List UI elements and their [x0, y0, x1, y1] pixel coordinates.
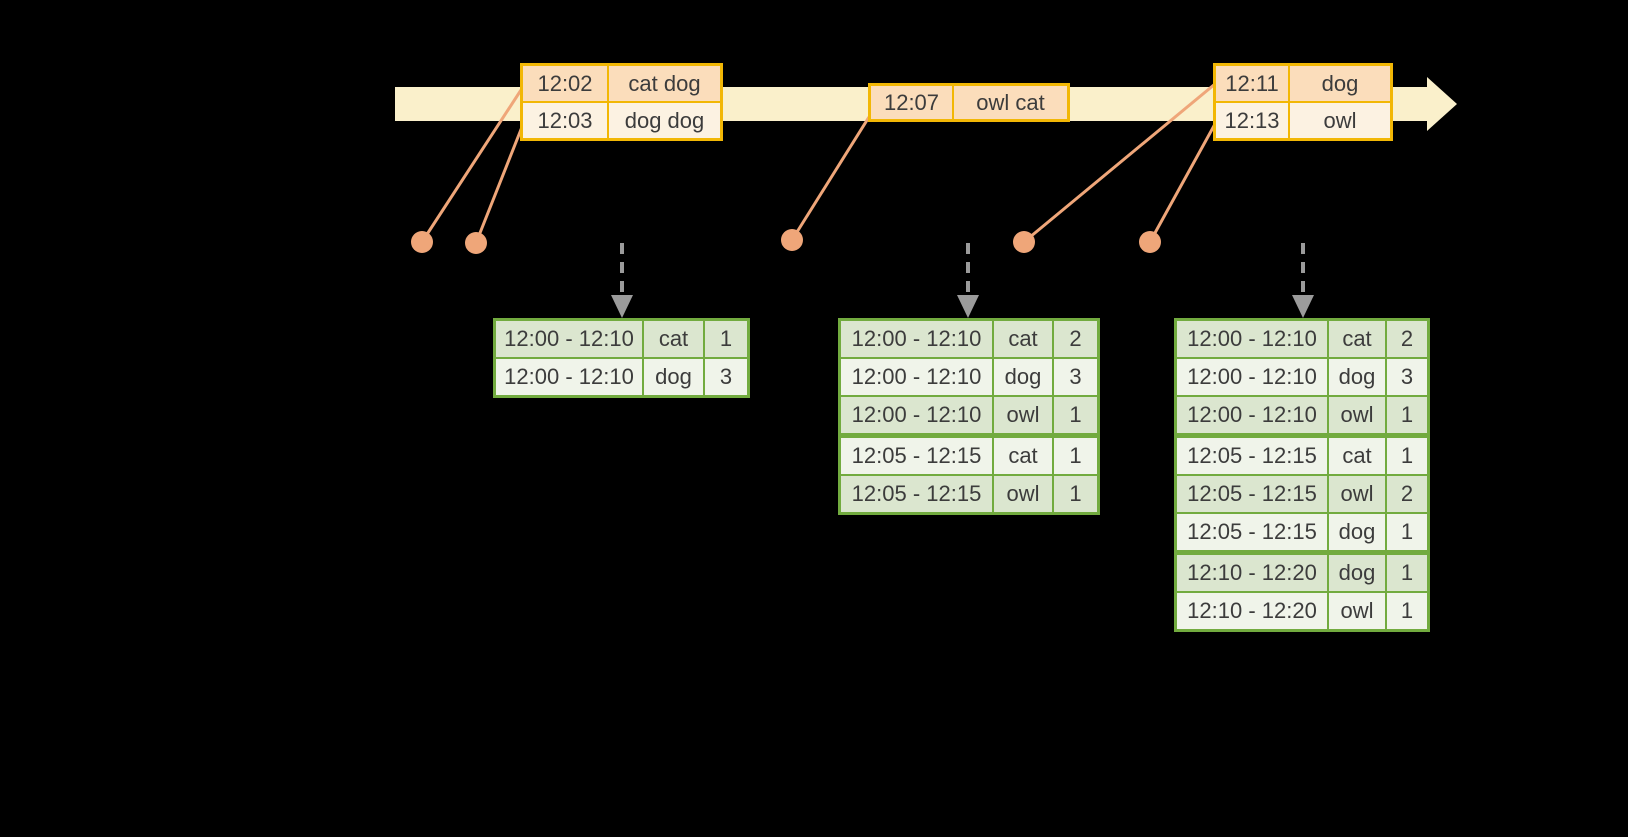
- event-words-cell: dog dog: [609, 103, 720, 138]
- trigger-arrowhead-icon: [611, 295, 633, 318]
- result-row: 12:05 - 12:15 owl 2: [1177, 476, 1427, 512]
- event-marker-dot: [781, 229, 803, 251]
- timeline-arrowhead-icon: [1427, 77, 1457, 131]
- event-words-cell: owl cat: [954, 86, 1067, 119]
- count-cell: 1: [1387, 397, 1427, 433]
- word-cell: dog: [1329, 555, 1385, 591]
- word-cell: cat: [1329, 438, 1385, 474]
- trigger-arrowheads: [611, 295, 1314, 318]
- count-cell: 2: [1054, 321, 1097, 357]
- window-cell: 12:00 - 12:10: [841, 321, 992, 357]
- result-table-3: 12:00 - 12:10 cat 2 12:00 - 12:10 dog 3 …: [1174, 318, 1430, 632]
- window-cell: 12:00 - 12:10: [1177, 321, 1327, 357]
- event-time-cell: 12:11: [1216, 66, 1288, 101]
- event-connector-line: [1148, 123, 1217, 243]
- result-table-2: 12:00 - 12:10 cat 2 12:00 - 12:10 dog 3 …: [838, 318, 1100, 515]
- window-cell: 12:00 - 12:10: [841, 359, 992, 395]
- window-cell: 12:00 - 12:10: [1177, 397, 1327, 433]
- result-table-1: 12:00 - 12:10 cat 1 12:00 - 12:10 dog 3: [493, 318, 750, 398]
- count-cell: 1: [1387, 555, 1427, 591]
- event-row: 12:11 dog: [1216, 66, 1390, 101]
- event-connector-line: [1023, 82, 1216, 244]
- event-words-cell: cat dog: [609, 66, 720, 101]
- word-cell: cat: [1329, 321, 1385, 357]
- result-row: 12:00 - 12:10 cat 2: [1177, 321, 1427, 357]
- event-table-2: 12:07 owl cat: [868, 83, 1070, 122]
- window-cell: 12:05 - 12:15: [1177, 438, 1327, 474]
- window-cell: 12:10 - 12:20: [1177, 555, 1327, 591]
- result-row: 12:00 - 12:10 dog 3: [1177, 359, 1427, 395]
- word-cell: owl: [994, 397, 1052, 433]
- trigger-arrowhead-icon: [957, 295, 979, 318]
- event-time-cell: 12:03: [523, 103, 607, 138]
- window-cell: 12:00 - 12:10: [496, 321, 642, 357]
- count-cell: 3: [705, 359, 747, 395]
- event-marker-dot: [1139, 231, 1161, 253]
- count-cell: 1: [1387, 438, 1427, 474]
- window-cell: 12:00 - 12:10: [1177, 359, 1327, 395]
- event-connector-lines: [420, 82, 1217, 244]
- result-row: 12:00 - 12:10 dog 3: [841, 359, 1097, 395]
- window-cell: 12:05 - 12:15: [1177, 514, 1327, 550]
- event-time-cell: 12:13: [1216, 103, 1288, 138]
- result-row: 12:05 - 12:15 dog 1: [1177, 514, 1427, 550]
- event-time-cell: 12:07: [871, 86, 952, 119]
- event-marker-dots: [411, 229, 1161, 254]
- count-cell: 2: [1387, 476, 1427, 512]
- event-words-cell: owl: [1290, 103, 1390, 138]
- count-cell: 1: [1054, 438, 1097, 474]
- word-cell: dog: [1329, 359, 1385, 395]
- event-row: 12:13 owl: [1216, 103, 1390, 138]
- count-cell: 3: [1387, 359, 1427, 395]
- result-row: 12:00 - 12:10 dog 3: [496, 359, 747, 395]
- count-cell: 1: [1387, 514, 1427, 550]
- count-cell: 3: [1054, 359, 1097, 395]
- window-cell: 12:00 - 12:10: [496, 359, 642, 395]
- word-cell: cat: [994, 321, 1052, 357]
- window-cell: 12:05 - 12:15: [1177, 476, 1327, 512]
- window-cell: 12:05 - 12:15: [841, 438, 992, 474]
- word-cell: owl: [1329, 397, 1385, 433]
- event-table-1: 12:02 cat dog 12:03 dog dog: [520, 63, 723, 141]
- count-cell: 1: [705, 321, 747, 357]
- event-marker-dot: [411, 231, 433, 253]
- event-connector-line: [420, 89, 523, 243]
- word-cell: owl: [994, 476, 1052, 512]
- count-cell: 2: [1387, 321, 1427, 357]
- window-cell: 12:00 - 12:10: [841, 397, 992, 433]
- event-row: 12:07 owl cat: [871, 86, 1067, 119]
- trigger-arrowhead-icon: [1292, 295, 1314, 318]
- window-cell: 12:10 - 12:20: [1177, 593, 1327, 629]
- event-table-3: 12:11 dog 12:13 owl: [1213, 63, 1393, 141]
- event-words-cell: dog: [1290, 66, 1390, 101]
- event-marker-dot: [1013, 231, 1035, 253]
- result-row: 12:10 - 12:20 dog 1: [1177, 555, 1427, 591]
- result-row: 12:00 - 12:10 cat 2: [841, 321, 1097, 357]
- result-row: 12:10 - 12:20 owl 1: [1177, 593, 1427, 629]
- word-cell: cat: [644, 321, 703, 357]
- event-row: 12:03 dog dog: [523, 103, 720, 138]
- result-row: 12:05 - 12:15 cat 1: [841, 438, 1097, 474]
- word-cell: owl: [1329, 476, 1385, 512]
- event-connector-line: [790, 116, 871, 241]
- word-cell: dog: [994, 359, 1052, 395]
- event-marker-dot: [465, 232, 487, 254]
- result-row: 12:00 - 12:10 owl 1: [841, 397, 1097, 433]
- count-cell: 1: [1054, 397, 1097, 433]
- trigger-arrows: [620, 243, 1305, 296]
- event-connector-line: [474, 126, 524, 244]
- count-cell: 1: [1387, 593, 1427, 629]
- window-cell: 12:05 - 12:15: [841, 476, 992, 512]
- word-cell: cat: [994, 438, 1052, 474]
- word-cell: dog: [644, 359, 703, 395]
- result-row: 12:00 - 12:10 owl 1: [1177, 397, 1427, 433]
- event-time-cell: 12:02: [523, 66, 607, 101]
- word-cell: dog: [1329, 514, 1385, 550]
- event-row: 12:02 cat dog: [523, 66, 720, 101]
- count-cell: 1: [1054, 476, 1097, 512]
- result-row: 12:05 - 12:15 cat 1: [1177, 438, 1427, 474]
- result-row: 12:05 - 12:15 owl 1: [841, 476, 1097, 512]
- result-row: 12:00 - 12:10 cat 1: [496, 321, 747, 357]
- word-cell: owl: [1329, 593, 1385, 629]
